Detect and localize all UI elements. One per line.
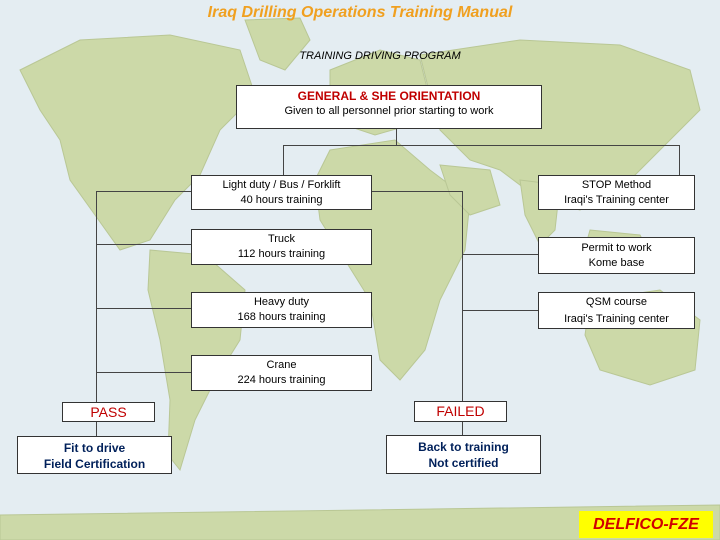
connector-line <box>371 191 463 192</box>
fit-line2: Field Certification <box>43 457 146 471</box>
connector-line <box>96 308 192 309</box>
program-subtitle: TRAINING DRIVING PROGRAM <box>299 50 461 62</box>
connector-line <box>283 145 284 175</box>
qsm-box: QSM course Iraqi's Training center <box>538 292 695 329</box>
delfico-logo: DELFICO-FZE <box>579 511 713 538</box>
connector-line <box>283 145 680 146</box>
fit-to-drive-box: Fit to drive Field Certification <box>17 436 172 474</box>
connector-line <box>96 191 192 192</box>
permit-line1: Permit to work <box>581 242 652 254</box>
stop-method-box: STOP Method Iraqi's Training center <box>538 175 695 210</box>
truck-line1: Truck <box>267 233 296 245</box>
connector-line <box>462 254 538 255</box>
qsm-line1: QSM course <box>585 296 648 308</box>
connector-line <box>462 191 463 402</box>
fit-line1: Fit to drive <box>63 441 126 455</box>
light-duty-box: Light duty / Bus / Forklift 40 hours tra… <box>191 175 372 210</box>
light-duty-line1: Light duty / Bus / Forklift <box>222 179 341 191</box>
truck-box: Truck 112 hours training <box>191 229 372 265</box>
back-line2: Not certified <box>428 456 499 470</box>
orientation-title: GENERAL & SHE ORIENTATION <box>297 89 481 103</box>
pass-box: PASS <box>62 402 155 422</box>
connector-line <box>96 191 97 403</box>
connector-line <box>462 421 463 435</box>
connector-line <box>96 244 192 245</box>
pass-label: PASS <box>90 404 127 420</box>
permit-line2: Kome base <box>588 257 645 269</box>
crane-box: Crane 224 hours training <box>191 355 372 391</box>
slide-title: Iraq Drilling Operations Training Manual <box>207 4 513 21</box>
back-to-training-box: Back to training Not certified <box>386 435 541 474</box>
connector-line <box>96 372 192 373</box>
truck-line2: 112 hours training <box>237 248 326 260</box>
crane-line1: Crane <box>266 359 297 371</box>
failed-box: FAILED <box>414 401 507 422</box>
connector-line <box>96 422 97 436</box>
connector-line <box>679 145 680 175</box>
qsm-line2: Iraqi's Training center <box>564 313 669 325</box>
stop-method-line2: Iraqi's Training center <box>564 194 669 206</box>
connector-line <box>462 310 538 311</box>
light-duty-line2: 40 hours training <box>240 194 323 206</box>
back-line1: Back to training <box>418 440 509 454</box>
connector-line <box>396 129 397 145</box>
heavy-duty-box: Heavy duty 168 hours training <box>191 292 372 328</box>
permit-box: Permit to work Kome base <box>538 237 695 274</box>
orientation-desc: Given to all personnel prior starting to… <box>284 105 494 117</box>
heavy-duty-line1: Heavy duty <box>253 296 310 308</box>
crane-line2: 224 hours training <box>237 374 326 386</box>
orientation-box: GENERAL & SHE ORIENTATION Given to all p… <box>236 85 542 129</box>
heavy-duty-line2: 168 hours training <box>237 311 326 323</box>
stop-method-line1: STOP Method <box>581 179 652 191</box>
failed-label: FAILED <box>436 403 485 419</box>
